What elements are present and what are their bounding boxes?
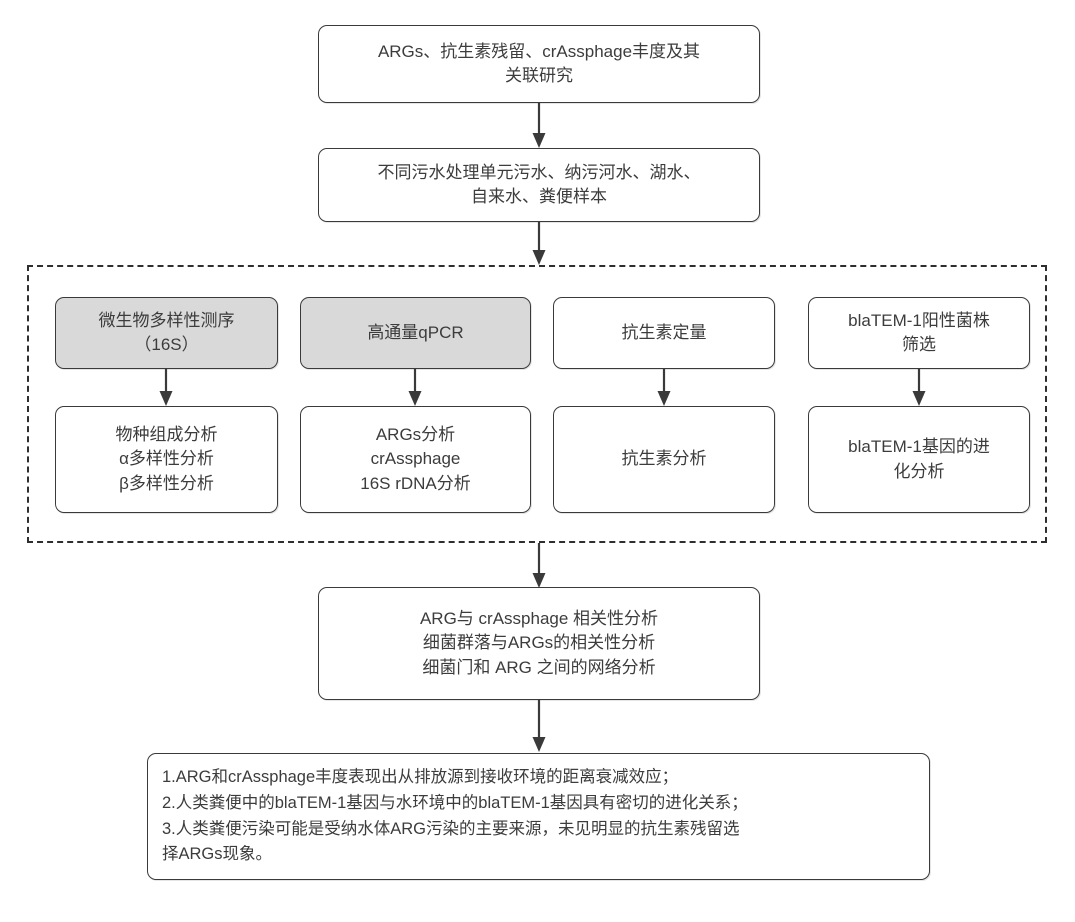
arrow-method4-to-analysis4	[910, 369, 928, 407]
node-method-blatem1-positive-strain-screening: blaTEM-1阳性菌株 筛选	[808, 297, 1030, 369]
arrow-methods-to-correlation	[530, 543, 548, 589]
node-method-microbial-diversity-sequencing: 微生物多样性测序 （16S）	[55, 297, 278, 369]
node-analysis-blatem1-evolution: blaTEM-1基因的进 化分析	[808, 406, 1030, 513]
node-correlation-analysis: ARG与 crAssphage 相关性分析 细菌群落与ARGs的相关性分析 细菌…	[318, 587, 760, 700]
node-method-high-throughput-qpcr: 高通量qPCR	[300, 297, 531, 369]
methods-group-container	[27, 265, 1047, 543]
node-analysis-args-crassphage-16s: ARGs分析 crAssphage 16S rDNA分析	[300, 406, 531, 513]
node-topic: ARGs、抗生素残留、crAssphage丰度及其 关联研究	[318, 25, 760, 103]
node-analysis-antibiotics: 抗生素分析	[553, 406, 775, 513]
arrow-method1-to-analysis1	[157, 369, 175, 407]
arrow-topic-to-samples	[530, 103, 548, 149]
node-samples: 不同污水处理单元污水、纳污河水、湖水、 自来水、粪便样本	[318, 148, 760, 222]
node-conclusions: 1.ARG和crAssphage丰度表现出从排放源到接收环境的距离衰减效应； 2…	[147, 753, 930, 880]
node-method-antibiotic-quantification: 抗生素定量	[553, 297, 775, 369]
arrow-method2-to-analysis2	[406, 369, 424, 407]
arrow-correlation-to-conclusions	[530, 700, 548, 753]
arrow-samples-to-methods	[530, 222, 548, 266]
arrow-method3-to-analysis3	[655, 369, 673, 407]
node-analysis-community-diversity: 物种组成分析 α多样性分析 β多样性分析	[55, 406, 278, 513]
